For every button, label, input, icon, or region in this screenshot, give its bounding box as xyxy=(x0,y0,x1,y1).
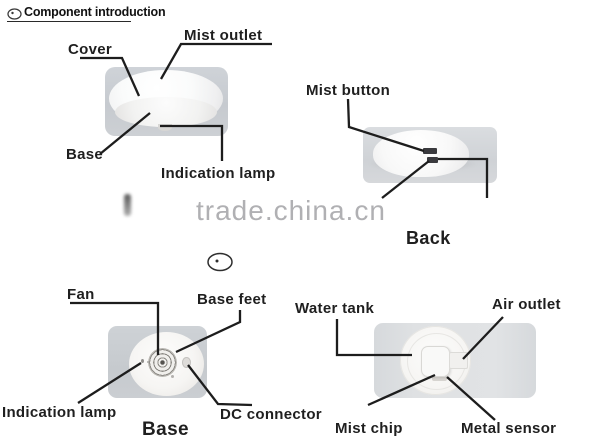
mist-button-shape xyxy=(423,148,437,154)
label-base-feet: Base feet xyxy=(197,291,267,308)
label-mist-outlet: Mist outlet xyxy=(184,27,263,44)
indication-lamp-tip-shape xyxy=(158,124,172,131)
label-mist-button: Mist button xyxy=(306,82,391,99)
label-metal-sensor: Metal sensor xyxy=(461,420,557,437)
title-bullet-icon xyxy=(7,8,22,20)
label-mist-chip: Mist chip xyxy=(335,420,403,437)
back-view-illustration xyxy=(363,127,497,183)
ink-smudge-artifact xyxy=(124,194,131,216)
label-water-tank: Water tank xyxy=(295,300,375,317)
label-indication-lamp-front: Indication lamp xyxy=(161,165,276,182)
label-indication-lamp-base: Indication lamp xyxy=(2,404,117,421)
air-outlet-tab-shape xyxy=(449,352,468,369)
title-underline xyxy=(7,21,131,22)
connector-port-shape xyxy=(427,157,438,163)
button-top-sketch-icon xyxy=(207,252,233,272)
dc-connector-port-shape xyxy=(182,357,191,368)
indication-lamp-dot xyxy=(141,359,144,363)
caption-base: Base xyxy=(142,419,190,440)
front-view-illustration xyxy=(105,67,228,136)
fan-grille-icon xyxy=(148,348,177,377)
page-title: Component introduction xyxy=(24,5,166,19)
metal-sensor-shape xyxy=(432,374,447,381)
back-dome-shape xyxy=(373,130,469,177)
label-air-outlet: Air outlet xyxy=(492,296,561,313)
label-fan: Fan xyxy=(67,286,95,303)
label-dc-connector: DC connector xyxy=(220,406,322,423)
base-shell-shape xyxy=(115,97,217,127)
base-bottom-view-illustration xyxy=(108,326,207,398)
inside-view-illustration xyxy=(374,323,536,398)
mist-chip-housing-shape xyxy=(421,346,450,377)
label-cover: Cover xyxy=(68,41,113,58)
base-foot-mark xyxy=(171,375,174,378)
label-base-front: Base xyxy=(66,146,104,163)
indication-lamp-dot-small xyxy=(147,361,149,363)
watermark-text: trade.china.cn xyxy=(196,195,386,226)
caption-back: Back xyxy=(406,228,451,248)
